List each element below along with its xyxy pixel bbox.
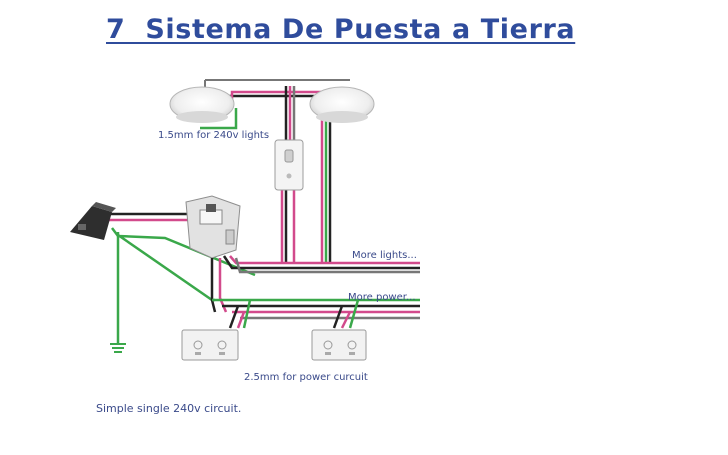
light-switch — [274, 139, 304, 191]
power-outlet-1 — [181, 329, 239, 361]
ceiling-cable — [204, 79, 350, 88]
lights-feed-wires — [222, 255, 420, 274]
circuit-breaker — [185, 195, 241, 259]
page-title: 7 Sistema De Puesta a Tierra — [106, 14, 576, 45]
more-power-label: More power... — [348, 292, 416, 303]
more-lights-label: More lights... — [352, 250, 417, 261]
diagram-caption: Simple single 240v circuit. — [96, 402, 241, 415]
power-circuit-wires — [210, 258, 420, 329]
power-outlet-2 — [311, 329, 367, 361]
ceiling-light-left — [169, 86, 235, 123]
power-cable-label: 2.5mm for power curcuit — [244, 372, 368, 383]
lights-cable-label: 1.5mm for 240v lights — [158, 130, 269, 141]
main-switch-box — [70, 202, 116, 240]
ground-icon — [110, 343, 126, 353]
ceiling-light-right — [309, 86, 375, 123]
